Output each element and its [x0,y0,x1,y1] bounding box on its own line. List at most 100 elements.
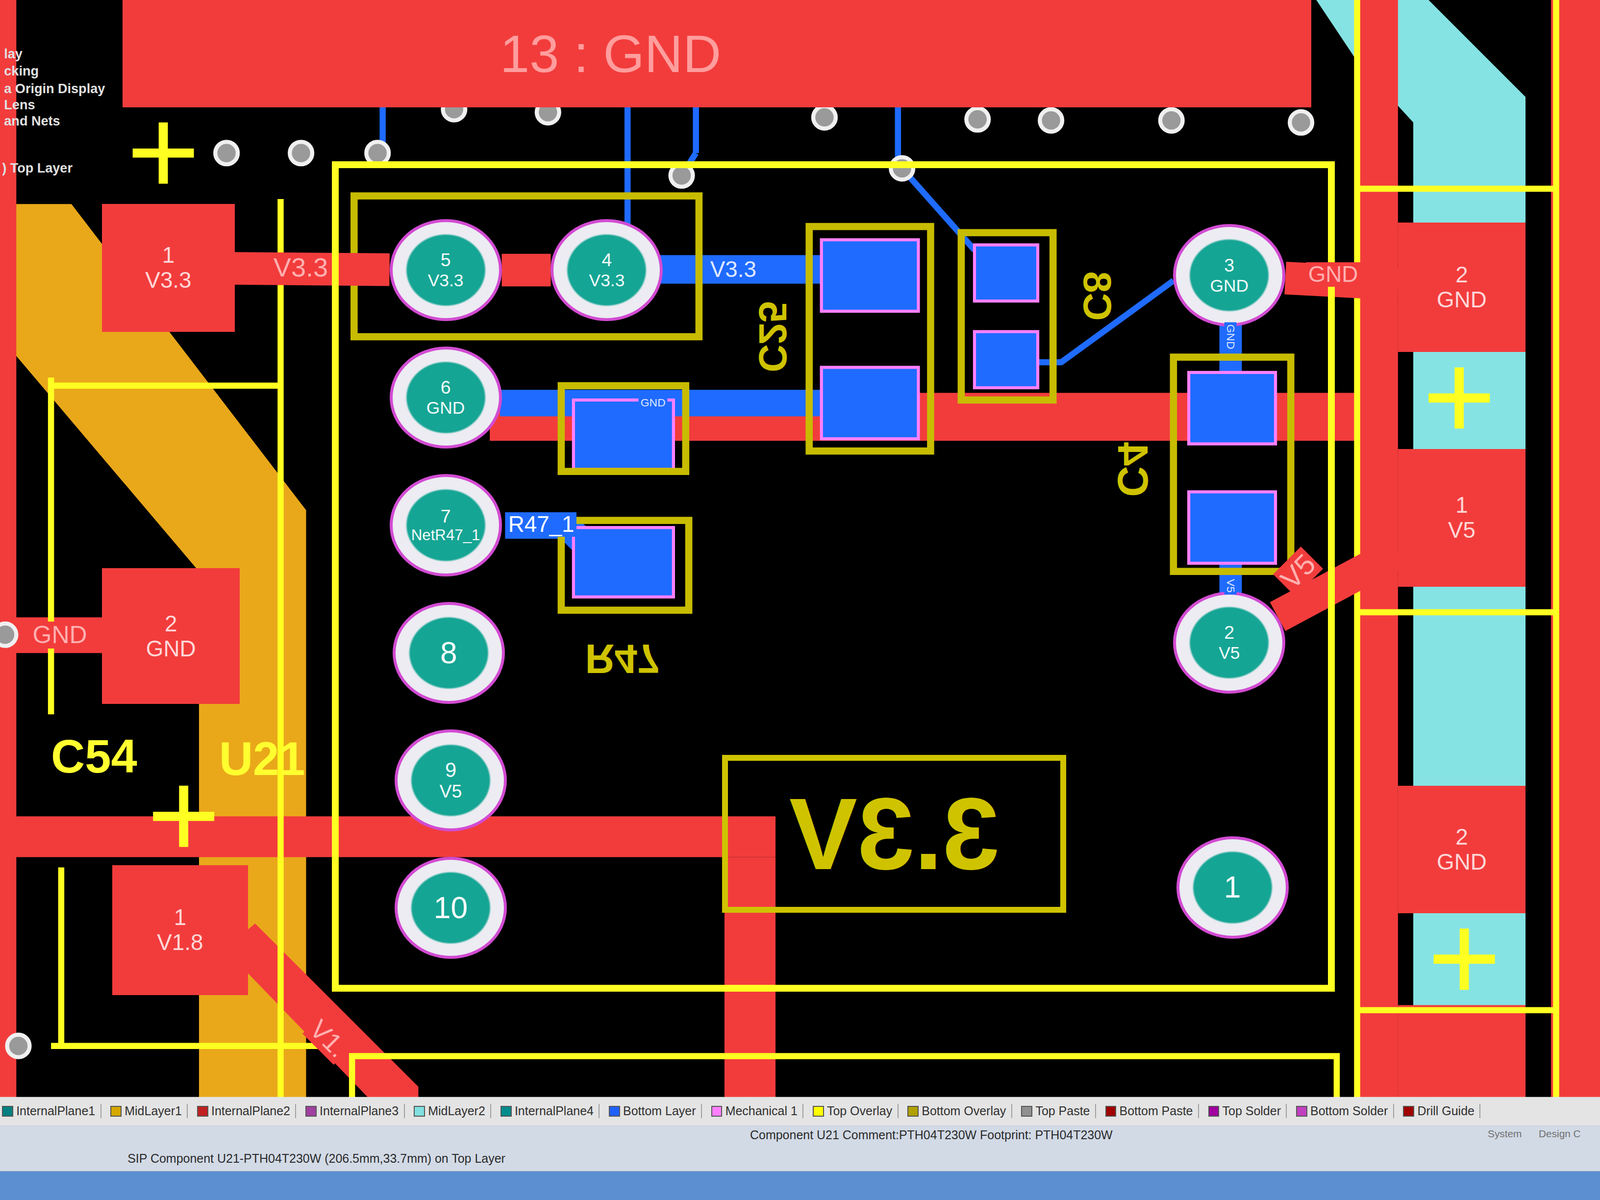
net-name: GND [426,398,466,418]
smd-pad: 2GND [1398,222,1526,352]
through-hole-pad: 3GND [1173,224,1286,326]
layer-tab: InternalPlane4 [500,1103,600,1119]
through-hole-pad: 9V5 [394,729,507,832]
pad-number: 1 [1224,870,1242,905]
smd-pad [821,239,919,312]
copper-trace [501,253,551,287]
through-hole-pad: 1 [1176,836,1289,939]
silk-line [1357,1007,1557,1014]
panel-text: lay [3,47,23,62]
bottom-overlay [353,196,1291,611]
via [1289,111,1313,134]
net-name: V1.8 [156,929,203,955]
pad-number: 2 [1455,262,1468,288]
pad-number: 9 [445,758,457,782]
layer-swatch [1296,1105,1308,1118]
through-hole-pad: 6GND [389,346,502,449]
component-outline [961,232,1053,400]
layer-name: Top Solder [1222,1103,1281,1119]
net-name: V5 [1218,643,1240,663]
plus-mark [1459,928,1470,990]
smd-pad [1188,491,1276,564]
layer-swatch [1021,1105,1033,1118]
layer-swatch [500,1105,512,1118]
component-outline [1173,357,1291,572]
layer-name: InternalPlane1 [16,1103,96,1119]
silk-line [50,382,281,389]
smd-pad: 2GND [1398,785,1526,914]
through-hole-pad: 10 [394,856,507,959]
net-name: NetR47_1 [411,526,481,545]
copper-track [224,923,419,1102]
panel-text: a Origin Display [3,81,105,97]
via [890,157,914,180]
panel-text: Lens [3,98,35,113]
net-name: V5 [439,781,463,802]
smd-pad [573,400,674,470]
layer-name: Mechanical 1 [725,1103,798,1119]
via [215,141,238,165]
layer-tabs: InternalPlane1 MidLayer1 InternalPlane2 Int… [1,1100,1490,1123]
via [7,1034,30,1058]
net-label: V3.3 [271,252,331,283]
layer-name: Top Paste [1035,1103,1090,1119]
pad-number: 3 [1224,255,1235,276]
via [1160,109,1183,132]
board-ground [0,0,1600,1102]
layer-tab: MidLayer1 [110,1103,188,1119]
layer-tab: InternalPlane2 [197,1103,297,1119]
net-label: GND [30,621,89,649]
net-label: R47_1 [505,512,576,537]
status-text: System [1487,1128,1522,1140]
smd-pad [821,367,919,439]
smd-pad [573,527,674,598]
layer-tab: Mechanical 1 [711,1103,804,1119]
plus-mark [158,122,169,184]
pad-number: 6 [440,377,451,399]
layer-name: MidLayer2 [427,1103,486,1119]
panel-text: cking [3,64,39,79]
layer-name: Bottom Overlay [921,1103,1006,1119]
midlayer-copper [1316,0,1526,1102]
pad-number: 7 [440,506,451,527]
via [813,105,836,129]
pad-number: 4 [601,250,613,271]
smd-pad [974,331,1038,388]
net-name: GND [146,636,197,662]
status-text: Component U21 Comment:PTH04T230W Footpri… [750,1128,1113,1142]
smd-pad: 2GND [101,568,240,704]
layer-name: InternalPlane3 [319,1103,399,1119]
layer-name: Bottom Paste [1119,1103,1194,1119]
pad-number: 1 [1455,492,1468,518]
pad-number: 10 [433,890,468,925]
via [0,623,17,647]
layer-tab: Bottom Solder [1296,1103,1395,1119]
net-label: 13 : GND [500,24,722,84]
pad-number: 2 [1224,622,1235,644]
net-label: GND [638,397,668,410]
silkscreen-text: 3.3V [789,776,1000,892]
status-text: Design C [1538,1128,1581,1140]
silk-line [58,867,65,1046]
net-name: V3.3 [145,267,192,293]
smd-pad [1188,372,1276,445]
net-name: V3.3 [427,270,464,291]
through-hole-pad: 8 [392,601,505,704]
net-name: GND [1436,287,1487,313]
net-name: GND [1436,849,1487,875]
copper-track [0,816,776,857]
bottom-track [692,101,699,153]
layer-name: InternalPlane2 [211,1103,291,1119]
layer-swatch [305,1105,317,1118]
through-hole-pad: 7NetR47_1 [389,474,502,576]
pad-number: 2 [1455,824,1468,850]
layer-swatch [812,1105,825,1118]
silk-line [1357,185,1557,192]
layer-name: InternalPlane4 [514,1103,594,1119]
layer-tab: Bottom Layer [608,1103,702,1119]
silk-line [50,1042,337,1049]
pad-number: 1 [174,904,187,930]
layer-swatch [1208,1105,1220,1118]
